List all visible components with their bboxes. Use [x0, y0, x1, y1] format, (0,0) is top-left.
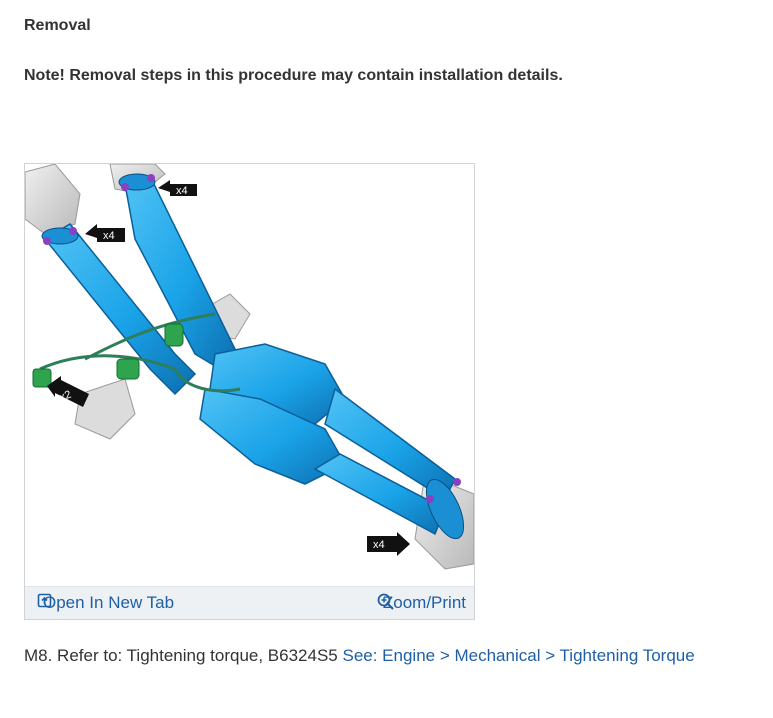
caption: M8. Refer to: Tightening torque, B6324S5…: [24, 646, 695, 666]
downpipe-left: [43, 223, 197, 396]
callout-arrow-x4-top-right: x4: [158, 180, 197, 197]
callout-label: x2: [58, 389, 73, 404]
caption-text: M8. Refer to: Tightening torque, B6324S5: [24, 646, 343, 665]
bolt: [453, 478, 461, 486]
mount-bracket-left: [74, 378, 136, 440]
callout-label: x4: [373, 539, 385, 551]
flange-rear: [425, 478, 465, 540]
oxygen-sensor-cable: [39, 312, 241, 393]
exhaust-figure: x4 x4 x2 x4 Open In New Tab Zoom/Print: [24, 163, 475, 620]
exhaust-illustration: x4 x4 x2 x4: [25, 164, 474, 570]
bolt: [147, 174, 155, 182]
section-title: Removal: [24, 17, 91, 34]
callout-arrow-x2-left: x2: [47, 376, 89, 407]
tightening-torque-link[interactable]: See: Engine > Mechanical > Tightening To…: [342, 646, 695, 665]
note-text: Note! Removal steps in this procedure ma…: [24, 67, 563, 84]
bracket-green: [32, 368, 52, 388]
rear-pipe-upper: [324, 387, 456, 501]
callout-label: x4: [103, 230, 115, 242]
bolt: [121, 183, 129, 191]
flange-left-top: [41, 227, 79, 245]
callout-label: x4: [176, 185, 188, 197]
callout-arrow-x4-bottom: x4: [367, 532, 410, 556]
open-in-new-tab-link[interactable]: Open In New Tab: [37, 593, 174, 613]
bracket-green: [164, 323, 184, 347]
zoom-print-label: Zoom/Print: [382, 593, 466, 612]
bolt: [426, 495, 434, 503]
callout-arrow-x4-top-left: x4: [85, 224, 125, 242]
manifold-left: [25, 164, 81, 235]
figure-toolbar: Open In New Tab Zoom/Print: [25, 586, 474, 619]
bracket-green: [116, 358, 140, 380]
open-in-new-tab-label: Open In New Tab: [43, 593, 175, 612]
zoom-print-link[interactable]: Zoom/Print: [377, 593, 466, 613]
bolt: [43, 237, 51, 245]
bolt: [69, 227, 77, 235]
